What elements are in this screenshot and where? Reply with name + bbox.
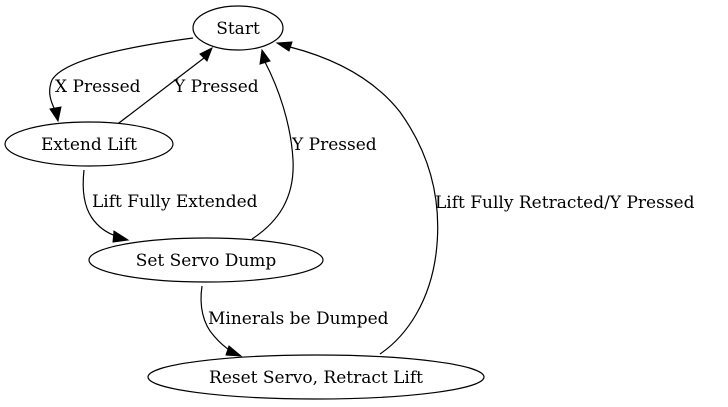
edge-label-lift-fully-retracted: Lift Fully Retracted/Y Pressed: [435, 193, 695, 213]
edge-extend-lift-to-start: [114, 46, 213, 127]
edge-label-y-pressed-servo: Y Pressed: [291, 135, 377, 155]
edge-label-x-pressed: X Pressed: [55, 77, 141, 97]
edge-start-to-extend-lift: [49, 37, 194, 123]
edge-set-servo-dump-to-start: [251, 48, 294, 240]
edge-label-lift-fully-extended: Lift Fully Extended: [92, 192, 258, 212]
edge-set-servo-dump-to-reset-servo: [200, 285, 243, 357]
edge-label-y-pressed-extend: Y Pressed: [173, 77, 259, 97]
edge-label-minerals-dumped: Minerals be Dumped: [208, 309, 389, 329]
edge-extend-lift-to-set-servo-dump: [82, 169, 130, 243]
node-start-label: Start: [216, 19, 260, 39]
edge-reset-servo-to-start: [275, 41, 439, 355]
node-extend-lift: Extend Lift: [4, 121, 174, 167]
node-start: Start: [192, 5, 284, 51]
node-extend-lift-label: Extend Lift: [41, 135, 137, 155]
node-set-servo-dump-label: Set Servo Dump: [136, 251, 277, 271]
node-reset-servo-retract-lift: Reset Servo, Retract Lift: [147, 354, 485, 400]
node-reset-servo-label: Reset Servo, Retract Lift: [209, 368, 423, 388]
node-set-servo-dump: Set Servo Dump: [88, 237, 324, 283]
